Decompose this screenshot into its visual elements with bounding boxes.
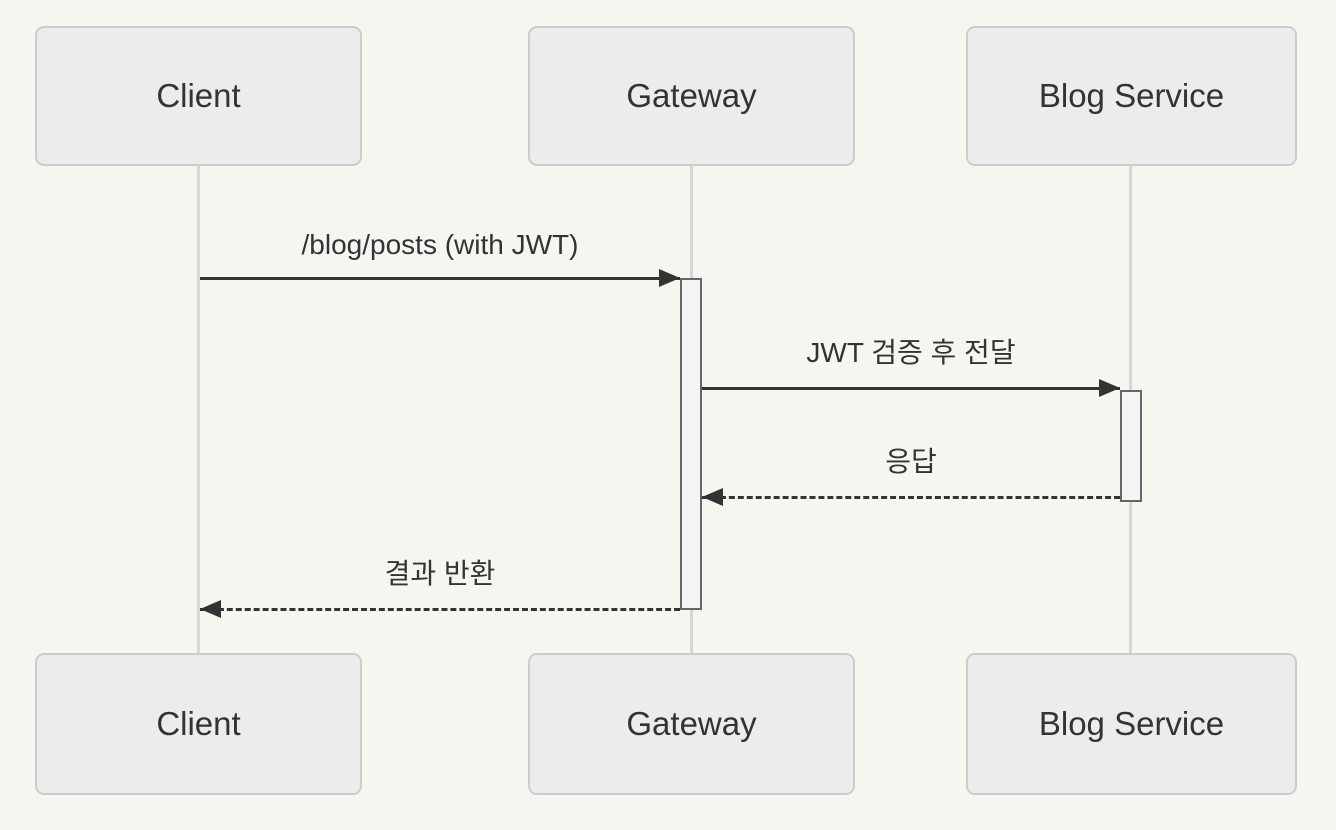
message-line	[200, 608, 680, 611]
actor-top-blog-service: Blog Service	[966, 26, 1297, 166]
arrowhead-left-icon	[702, 488, 723, 506]
message-line	[702, 496, 1120, 499]
arrowhead-right-icon	[659, 269, 680, 287]
actor-top-client: Client	[35, 26, 362, 166]
actor-label: Gateway	[626, 77, 757, 114]
arrowhead-left-icon	[200, 600, 221, 618]
actor-top-gateway: Gateway	[528, 26, 855, 166]
message-label: /blog/posts (with JWT)	[301, 229, 579, 260]
message-label: JWT 검증 후 전달	[806, 337, 1016, 368]
lifeline-client	[197, 166, 200, 654]
actor-label: Gateway	[626, 705, 757, 742]
actor-bottom-blog-service: Blog Service	[966, 653, 1297, 795]
activation-bar-gateway	[680, 278, 702, 610]
actor-label: Blog Service	[1038, 77, 1225, 114]
actor-label: Client	[156, 705, 241, 742]
message-label: 결과 반환	[384, 558, 496, 589]
message-line	[702, 387, 1120, 390]
actor-bottom-gateway: Gateway	[528, 653, 855, 795]
message-line	[200, 277, 680, 280]
actor-label: Blog Service	[1038, 705, 1225, 742]
actor-bottom-client: Client	[35, 653, 362, 795]
message-label: 응답	[885, 446, 937, 477]
arrowhead-right-icon	[1099, 379, 1120, 397]
actor-label: Client	[156, 77, 241, 114]
activation-bar-blog-service	[1120, 390, 1142, 502]
